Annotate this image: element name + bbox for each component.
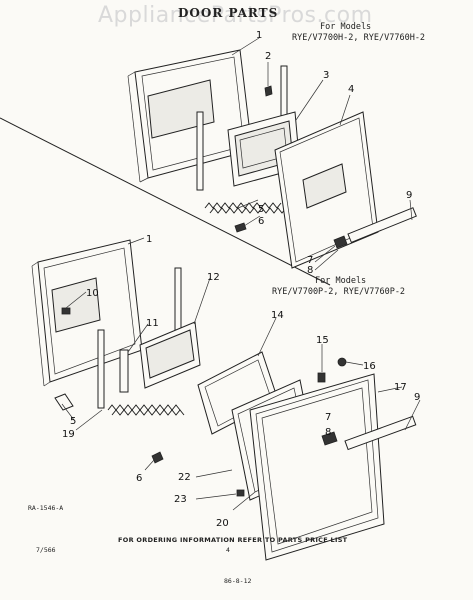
page-number: 4 (226, 546, 230, 554)
callout-23-lower: 23 (174, 494, 187, 505)
lower-models-list: RYE/V7700P-2, RYE/V7760P-2 (272, 287, 405, 297)
callout-2-upper: 2 (265, 51, 271, 62)
outer-door-window-upper (302, 163, 347, 209)
hinge-spring-lower (107, 404, 185, 416)
callout-5-lower: 5 (70, 416, 76, 427)
door-screw-upper (264, 85, 273, 97)
callout-6-lower: 6 (136, 473, 142, 484)
callout-20-lower: 20 (216, 518, 229, 529)
handle-bracket-lower (321, 431, 338, 446)
callout-19-lower: 19 (62, 429, 75, 440)
callout-4-upper: 4 (348, 84, 354, 95)
insulation-strip (119, 349, 129, 393)
hinge-spring-upper (204, 202, 287, 214)
liner-window-opening-lower (51, 277, 101, 333)
diagram-title: DOOR PARTS (178, 6, 278, 20)
callout-16-lower: 16 (363, 361, 376, 372)
figure-code: RA-1546-A (28, 504, 63, 512)
callout-1-lower: 1 (146, 234, 152, 245)
callout-17-lower: 17 (394, 382, 407, 393)
callout-12-lower: 12 (207, 272, 220, 283)
door-handle-upper (347, 207, 417, 243)
callout-11-lower: 11 (146, 318, 159, 329)
callout-9-upper: 9 (406, 190, 412, 201)
handle-bracket-upper (333, 235, 348, 249)
upper-assembly (127, 37, 417, 271)
callout-8-lower: 8 (325, 427, 331, 438)
callout-15-lower: 15 (316, 335, 329, 346)
callout-6-upper: 6 (258, 216, 264, 227)
latch-bracket (317, 372, 326, 383)
door-handle-lower (344, 415, 417, 451)
callout-9-lower: 9 (414, 392, 420, 403)
upper-models-prefix: For Models (320, 22, 371, 32)
outer-door-panel-lower (249, 373, 385, 561)
callout-10-lower: 10 (86, 288, 99, 299)
upper-models-list: RYE/V7700H-2, RYE/V7760H-2 (292, 33, 425, 43)
spring-clip-lower (151, 451, 164, 464)
hinge-bracket (54, 393, 74, 411)
date-code: 7/566 (36, 546, 56, 554)
callout-5-upper: 5 (258, 204, 264, 215)
page-mark: 86-8-12 (224, 577, 251, 585)
watermark-text: AppliancePartsPros.com (98, 3, 373, 28)
callout-1-upper: 1 (256, 30, 262, 41)
retainer-clip (337, 357, 347, 367)
lower-assembly (31, 237, 421, 561)
callout-22-lower: 22 (178, 472, 191, 483)
callout-14-lower: 14 (271, 310, 284, 321)
callout-3-upper: 3 (323, 70, 329, 81)
callout-7-upper: 7 (307, 255, 313, 266)
door-switch-button (61, 307, 71, 315)
ordering-note: FOR ORDERING INFORMATION REFER TO PARTS … (118, 536, 348, 544)
door-screw-lower (236, 489, 245, 497)
hinge-arm-upper-left (196, 111, 204, 191)
section-separator-line (0, 117, 331, 286)
lower-models-prefix: For Models (315, 276, 366, 286)
callout-8-upper: 8 (307, 265, 313, 276)
callout-7-lower: 7 (325, 412, 331, 423)
spring-clip-upper (234, 222, 247, 233)
hinge-arm-lower-left (97, 329, 105, 409)
